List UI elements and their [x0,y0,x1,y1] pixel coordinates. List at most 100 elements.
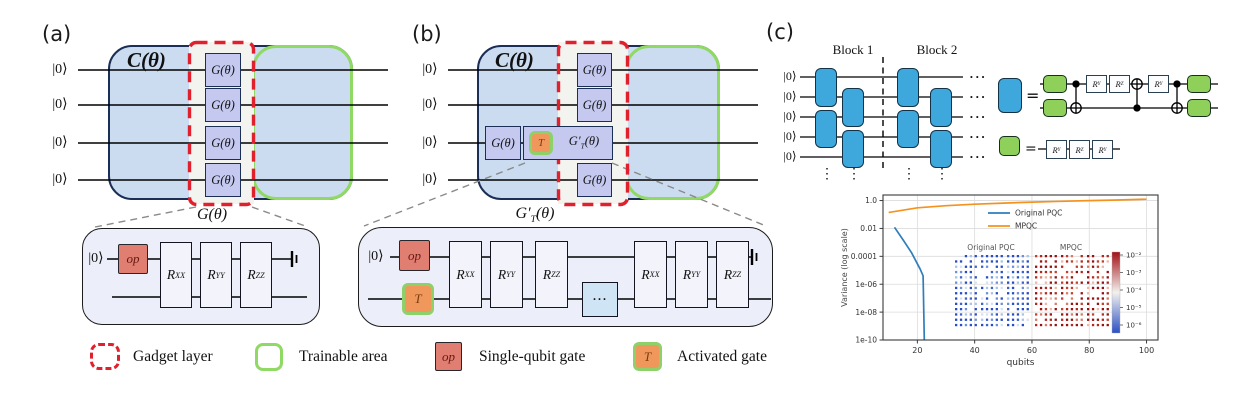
scatter-dot [1061,260,1064,263]
scatter-dot [1000,286,1003,290]
scatter-dot [1049,308,1052,311]
scatter-dot [995,255,998,258]
scatter-dot [1016,281,1020,284]
scatter-dot [974,281,977,284]
colorbar-tick-label: 10⁻⁵ [1126,304,1142,312]
scatter-dot [1065,260,1069,263]
panel-a-label: (a) [42,22,72,46]
scatter-dot [1106,260,1109,263]
scatter-dot [1016,318,1020,321]
scatter-dot [981,313,984,316]
scatter-dot [1011,302,1015,305]
qubit-ket: |0⟩ [422,135,438,150]
panel-b-trainable-area [625,45,720,200]
scatter-dot [1087,255,1090,258]
scatter-dot [1021,276,1024,279]
green-gate [1043,75,1067,93]
scatter-dot [964,276,968,279]
scatter-dot [969,260,972,263]
scatter-dot [1091,276,1095,279]
qubit-ket: |0⟩ [52,172,68,187]
scatter-dot [964,255,968,258]
y-tick-label: 0.0001 [851,252,877,261]
scatter-dot [1101,297,1104,300]
scatter-dot [995,276,998,279]
scatter-dot [1049,265,1052,268]
scatter-dot [1087,276,1090,279]
scatter-dot [1096,260,1100,263]
ancilla-ket: |0⟩ [88,251,104,266]
scatter-dot [1035,292,1038,295]
scatter-dot [1007,308,1010,311]
y-tick-label: 1e-10 [855,336,877,345]
gadget-gate: G(θ) [205,88,241,122]
scatter-dot [974,255,977,258]
scatter-dot [1087,308,1090,311]
colorbar-tick-label: 10⁻² [1126,252,1142,260]
scatter-dot [1070,286,1074,290]
scatter-dot [959,286,963,290]
scatter-dot [995,297,998,300]
scatter-dot [1000,302,1003,305]
scatter-dot [964,286,968,290]
scatter-dot [1054,270,1057,274]
scatter-dot [995,286,998,290]
scatter-dot [969,281,972,284]
scatter-dot [974,292,977,295]
t-gate: T [529,131,553,155]
legend-label: MPQC [1015,222,1037,231]
scatter-dot [995,270,998,274]
scatter-dot [1039,276,1043,279]
activated-gate-label: Activated gate [677,348,767,365]
scatter-dot [1021,270,1024,274]
scatter-dot [985,297,989,300]
scatter-dot [1054,255,1057,258]
scatter-dot [1070,318,1074,321]
scatter-dot [969,318,972,321]
scatter-dot [1106,255,1109,258]
scatter-dot [1035,270,1038,274]
scatter-dot [1061,323,1064,327]
scatter-dot [1044,318,1048,321]
y-tick-label: 1e-06 [855,280,877,289]
gadget-gate: G(θ) [577,53,612,87]
scatter-dot [1061,286,1064,290]
scatter-dot [981,308,984,311]
scatter-dot [969,292,972,295]
scatter-dot [1039,292,1043,295]
y-tick-label: 1e-08 [855,308,877,317]
scatter-dot [1011,297,1015,300]
inset-label: MPQC [1060,243,1082,252]
scatter-dot [1016,255,1020,258]
scatter-dot [955,281,958,284]
scatter-dot [1101,276,1104,279]
scatter-dot [1070,281,1074,284]
scatter-dot [974,313,977,316]
scatter-dot [974,276,977,279]
scatter-dot [985,260,989,263]
scatter-dot [985,286,989,290]
scatter-dot [990,292,994,295]
scatter-dot [1054,281,1057,284]
scatter-dot [1007,323,1010,327]
scatter-dot [1049,297,1052,300]
qubit-ket: |0⟩ [783,129,797,143]
scatter-dot [1091,255,1095,258]
scatter-dot [1065,323,1069,327]
scatter-dot [1080,308,1083,311]
scatter-dot [1049,292,1052,295]
scatter-dot [990,281,994,284]
scatter-dot [1075,313,1078,316]
scatter-dot [959,313,963,316]
scatter-dot [1049,255,1052,258]
x-tick-label: 80 [1084,346,1094,355]
scatter-dot [1106,276,1109,279]
scatter-dot [1049,313,1052,316]
equals-sign: = [1025,141,1037,157]
